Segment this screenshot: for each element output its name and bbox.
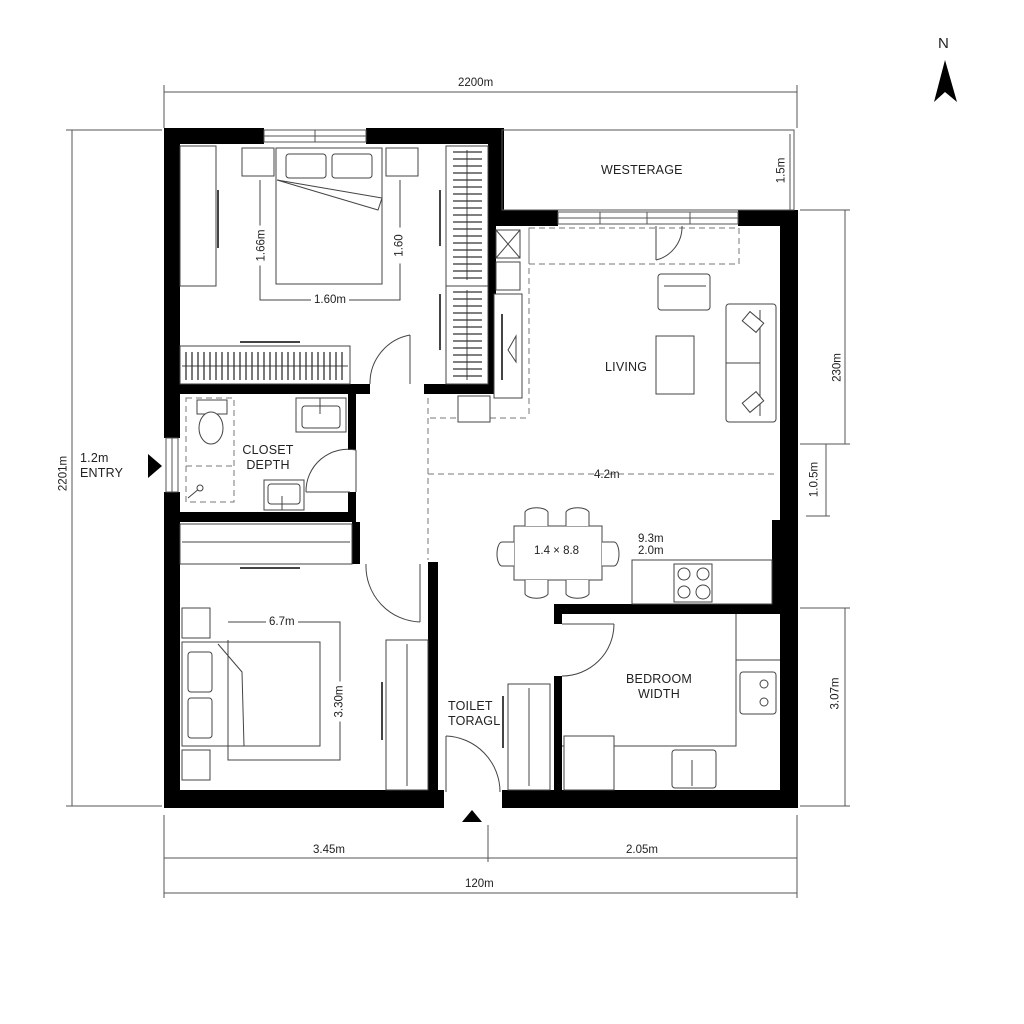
toilet-label-line1: TOILET	[448, 699, 493, 713]
north-arrow-icon	[934, 60, 957, 102]
toilet-label-line2: TORAGL	[448, 714, 501, 728]
dim-bottom-left: 3.45m	[313, 844, 345, 856]
small-bedroom-fixtures	[562, 614, 780, 791]
dim-left-overall: 2201m	[57, 455, 70, 492]
dimension-lines	[66, 85, 850, 898]
second-bed-width: 6.7m	[266, 615, 298, 630]
dining-kitchen	[496, 507, 773, 605]
kitchen-counter-label: 9.3m 2.0m	[638, 533, 664, 557]
dining-table-label: 1.4 × 8.8	[534, 545, 580, 557]
bath-label-line2: DEPTH	[246, 458, 290, 472]
bath-label: CLOSET DEPTH	[236, 443, 300, 473]
master-bed-width: 1.60m	[311, 293, 349, 308]
doors	[305, 225, 683, 793]
dim-right-lower: 3.07m	[829, 677, 842, 710]
bedroom-small-label: BEDROOM WIDTH	[620, 672, 698, 702]
entry-label-line1: 1.2m	[80, 451, 109, 465]
storage-label: WESTERAGE	[601, 163, 683, 177]
kitchen-counter-line2: 2.0m	[638, 545, 664, 557]
walls	[164, 128, 798, 808]
entry-arrow-bottom-icon	[462, 810, 482, 822]
master-bed-length-right: 1.60	[392, 227, 408, 264]
dim-living-width: 4.2m	[594, 469, 620, 481]
toilet-label: TOILET TORAGL	[448, 699, 500, 729]
dim-top-overall: 2200m	[458, 77, 494, 89]
entry-arrow-icon	[148, 454, 162, 478]
entry-label: 1.2m ENTRY	[80, 451, 123, 481]
compass-label: N	[938, 35, 949, 52]
dim-bottom-right: 2.05m	[626, 844, 658, 856]
kitchen-counter-line1: 9.3m	[638, 533, 664, 545]
second-bed-length: 3.30m	[332, 681, 348, 722]
windows	[165, 129, 795, 493]
master-bed-length-left: 1.66m	[254, 225, 270, 266]
dim-right-upper: 230m	[831, 353, 844, 382]
bedroom-small-label-line2: WIDTH	[638, 687, 680, 701]
dim-bottom-overall: 120m	[465, 878, 494, 890]
second-bedroom-furniture	[179, 523, 551, 791]
master-bedroom-furniture	[179, 145, 489, 385]
bath-fixtures	[187, 397, 347, 511]
storage-height-dim: 1.5m	[775, 157, 788, 184]
entry-label-line2: ENTRY	[80, 466, 124, 480]
bath-label-line1: CLOSET	[242, 443, 294, 457]
living-label: LIVING	[605, 360, 648, 374]
bedroom-small-label-line1: BEDROOM	[626, 672, 692, 686]
dim-right-middle: 1.0.5m	[808, 461, 821, 498]
living-furniture	[457, 229, 777, 423]
